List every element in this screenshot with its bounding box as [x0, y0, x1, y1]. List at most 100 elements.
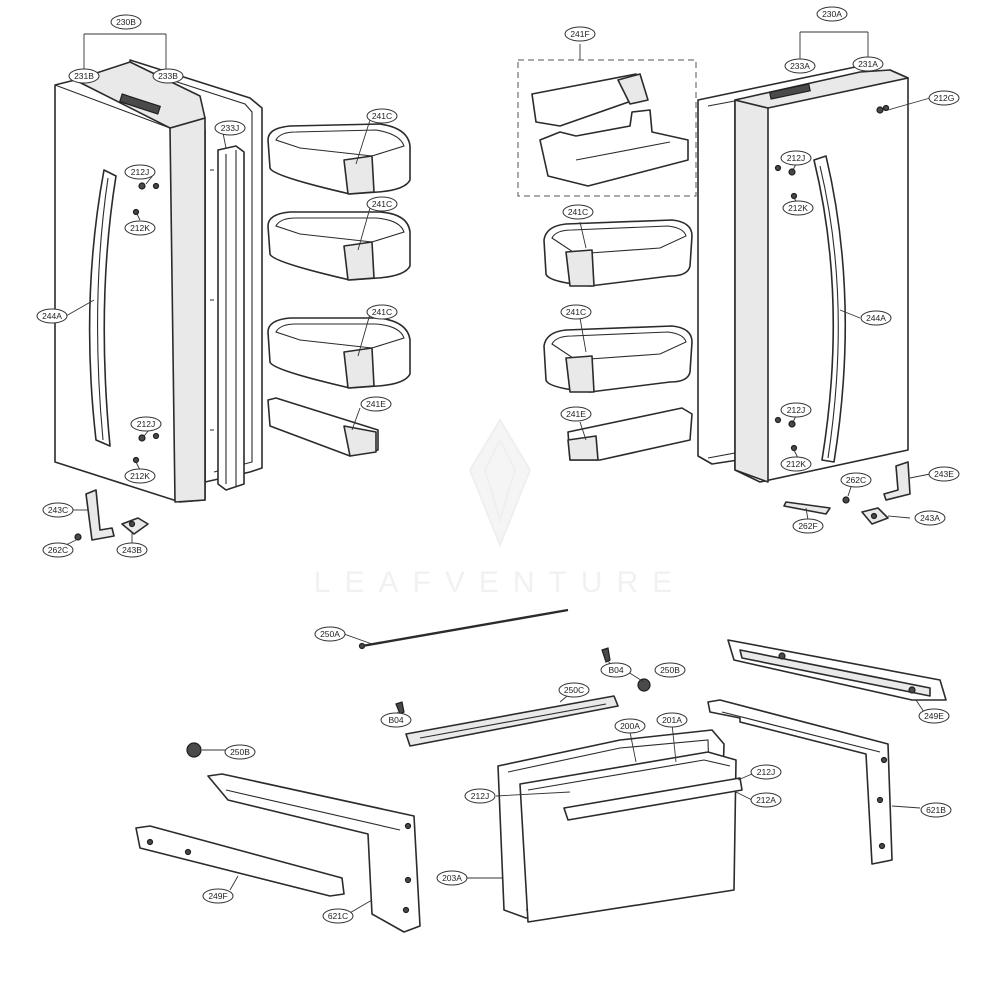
callout-244a: 244A: [36, 308, 68, 324]
callout-oval: [920, 802, 952, 818]
callout-label: 212J: [131, 167, 149, 177]
callout-label: 262F: [798, 521, 817, 531]
callout-oval: [928, 90, 960, 106]
callout-231a: 231A: [852, 56, 884, 72]
callout-621b: 621B: [920, 802, 952, 818]
right-bottom-hinge: [783, 461, 911, 525]
callout-262f: 262F: [792, 518, 824, 534]
right-door-top-cap: [734, 69, 909, 109]
callout-label: 212K: [788, 203, 808, 213]
callout-oval: [366, 108, 398, 124]
knob-250b-left: [186, 742, 202, 758]
callout-label: 241E: [366, 399, 386, 409]
watermark-logo-icon: [468, 418, 532, 548]
callout-label: 212J: [137, 419, 155, 429]
callout-243b: 243B: [116, 542, 148, 558]
callout-233b: 233B: [152, 68, 184, 84]
door-bin-241c-3: [267, 317, 411, 389]
callout-label: 212K: [130, 223, 150, 233]
callout-label: 262C: [846, 475, 866, 485]
screw-b04-upper: [601, 647, 611, 663]
callout-label: 233A: [790, 61, 810, 71]
callout-212j: 212J: [750, 764, 782, 780]
callout-241c: 241C: [366, 196, 398, 212]
hinge-bracket-243e: [883, 461, 911, 501]
callout-oval: [654, 662, 686, 678]
callout-label: 250B: [230, 747, 250, 757]
callout-oval: [860, 310, 892, 326]
callout-oval: [562, 204, 594, 220]
drawer-assembly: [135, 608, 947, 933]
callout-243e: 243E: [928, 466, 960, 482]
callout-oval: [780, 402, 812, 418]
callout-212j: 212J: [130, 416, 162, 432]
callout-label: 212K: [130, 471, 150, 481]
callout-212k: 212K: [782, 200, 814, 216]
callout-oval: [750, 764, 782, 780]
callout-243a: 243A: [914, 510, 946, 526]
callout-262c: 262C: [42, 542, 74, 558]
callout-label: 243B: [122, 545, 142, 555]
callout-oval: [656, 712, 688, 728]
callout-241e: 241E: [560, 406, 592, 422]
callout-231b: 231B: [68, 68, 100, 84]
callout-label: 621B: [926, 805, 946, 815]
callout-oval: [360, 396, 392, 412]
knob-250b-right: [637, 678, 651, 692]
callout-oval: [366, 304, 398, 320]
callout-250c: 250C: [558, 682, 590, 698]
bracket-621c: [207, 773, 421, 933]
callout-241c: 241C: [366, 108, 398, 124]
callout-oval: [42, 502, 74, 518]
callout-label: B04: [388, 715, 403, 725]
callout-b04: B04: [600, 662, 632, 678]
callout-oval: [152, 68, 184, 84]
callout-oval: [436, 870, 468, 886]
left-door-top-cap: [74, 61, 206, 129]
callout-212g: 212G: [928, 90, 960, 106]
callout-label: 212K: [786, 459, 806, 469]
gasket-strip: [217, 145, 245, 491]
callout-oval: [780, 456, 812, 472]
callout-203a: 203A: [436, 870, 468, 886]
callout-label: 241E: [566, 409, 586, 419]
callout-oval: [914, 510, 946, 526]
callout-621c: 621C: [322, 908, 354, 924]
washer-262c-right: [842, 496, 850, 504]
callout-label: 231A: [858, 59, 878, 69]
callout-212a: 212A: [750, 792, 782, 808]
callout-oval: [564, 26, 596, 42]
bin-kit-dashed-box: [517, 59, 697, 197]
callout-oval: [558, 682, 590, 698]
callout-212j: 212J: [780, 402, 812, 418]
right-door-side: [734, 99, 769, 483]
callout-230b: 230B: [110, 14, 142, 30]
callout-label: 262C: [48, 545, 68, 555]
left-door-handle: [88, 169, 117, 447]
callout-label: B04: [608, 665, 623, 675]
callout-label: 212J: [787, 405, 805, 415]
callout-oval: [36, 308, 68, 324]
callout-label: 249F: [208, 891, 227, 901]
callout-200a: 200A: [614, 718, 646, 734]
callout-241f: 241F: [564, 26, 596, 42]
callout-label: 241C: [372, 307, 392, 317]
callout-oval: [380, 712, 412, 728]
screw-b04-left: [395, 701, 405, 715]
left-door-side: [169, 117, 206, 503]
callout-241c: 241C: [562, 204, 594, 220]
callout-250a: 250A: [314, 626, 346, 642]
egg-tray-241f: [531, 73, 689, 187]
callout-oval: [784, 58, 816, 74]
callout-oval: [110, 14, 142, 30]
callout-oval: [614, 718, 646, 734]
callout-label: 212J: [757, 767, 775, 777]
callout-label: 243C: [48, 505, 68, 515]
callout-oval: [68, 68, 100, 84]
callout-212k: 212K: [780, 456, 812, 472]
callout-212k: 212K: [124, 468, 156, 484]
callout-243c: 243C: [42, 502, 74, 518]
callout-oval: [928, 466, 960, 482]
callout-label: 241C: [566, 307, 586, 317]
